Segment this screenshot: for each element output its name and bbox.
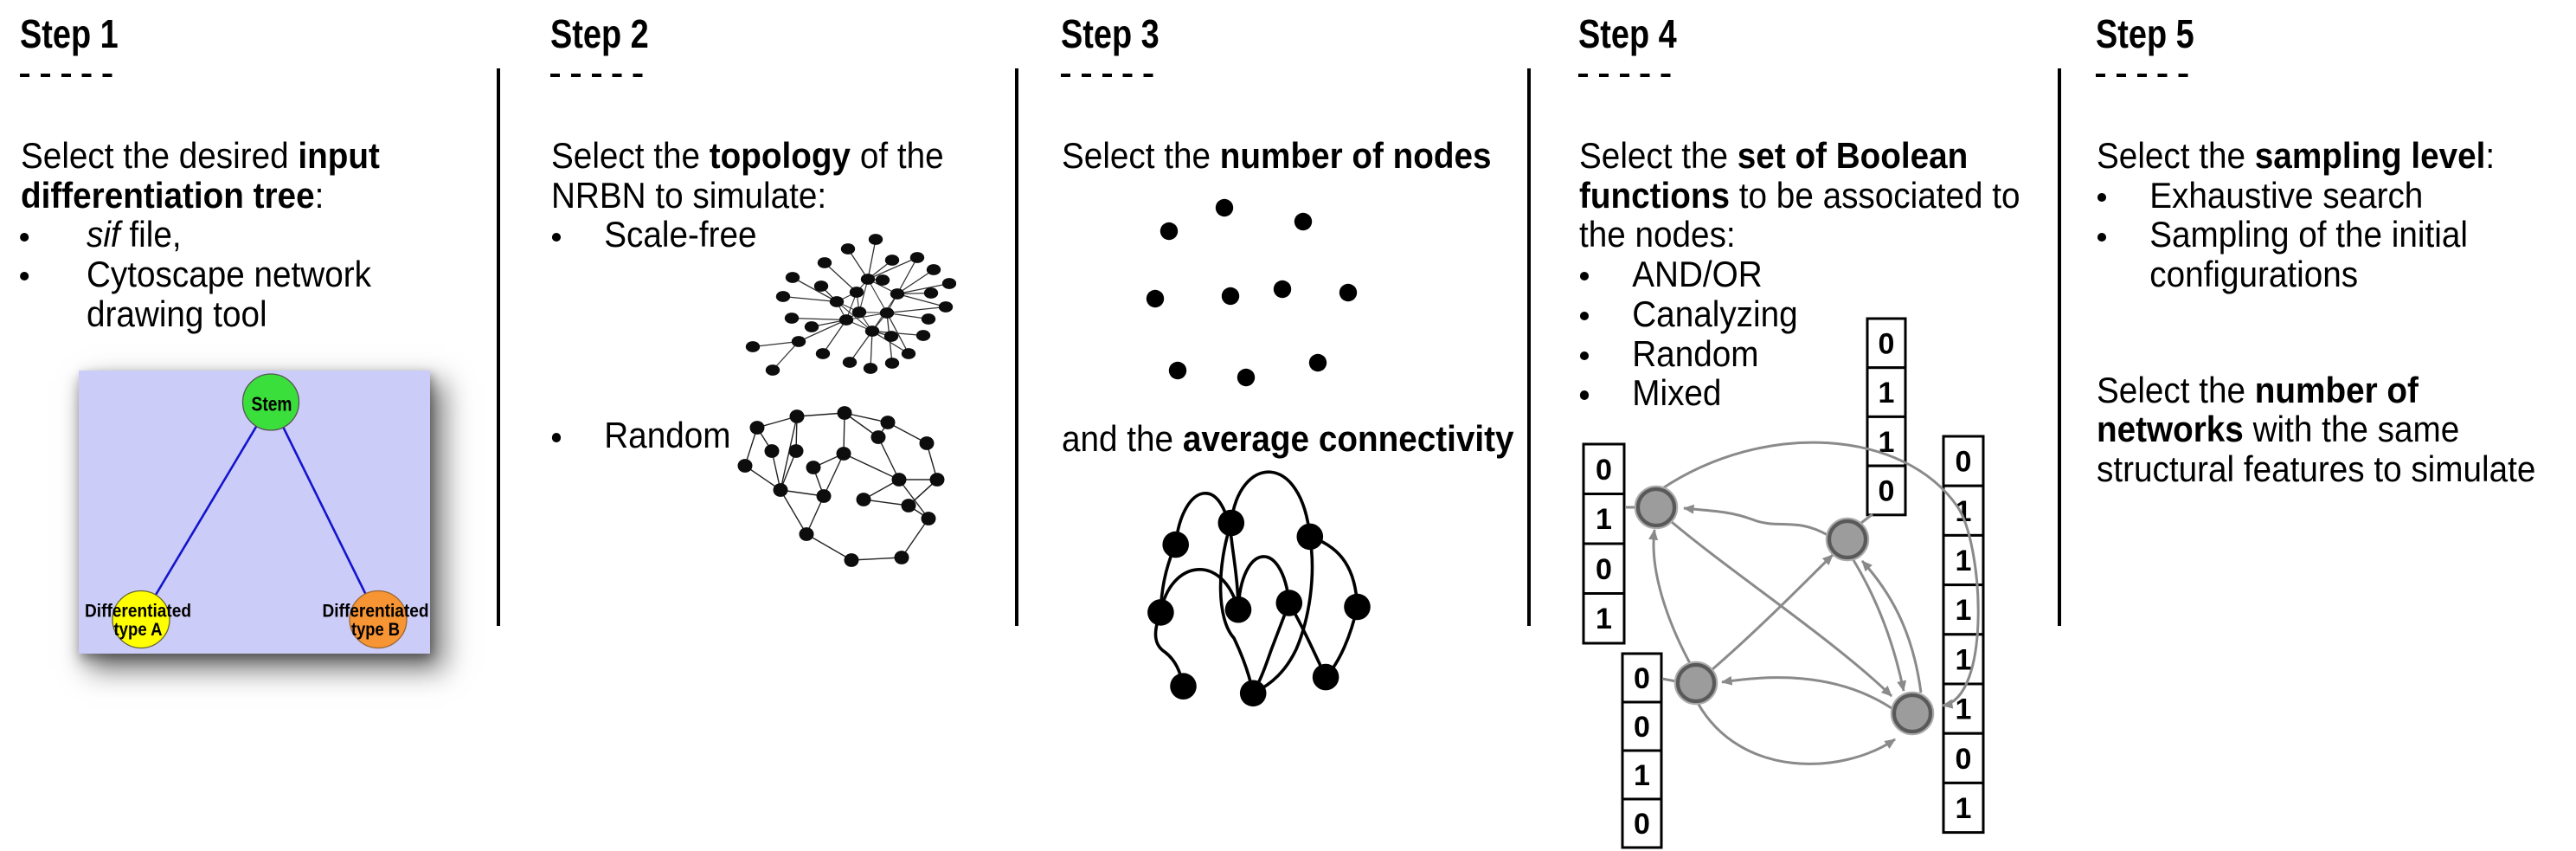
svg-text:1: 1 [1956,594,1972,627]
svg-text:1: 1 [1596,503,1612,536]
svg-text:0: 0 [1634,808,1650,841]
svg-text:1: 1 [1956,693,1972,726]
svg-text:1: 1 [1879,426,1895,459]
svg-text:type A: type A [114,619,163,640]
svg-text:0: 0 [1879,475,1895,508]
svg-text:0: 0 [1634,711,1650,744]
svg-text:0: 0 [1634,662,1650,695]
svg-text:0: 0 [1596,553,1612,586]
svg-text:0: 0 [1596,454,1612,487]
svg-text:type B: type B [351,619,400,640]
svg-text:1: 1 [1596,603,1612,635]
svg-text:0: 0 [1879,327,1895,360]
svg-text:Stem: Stem [252,392,292,415]
svg-text:1: 1 [1879,377,1895,409]
svg-text:1: 1 [1956,495,1972,528]
svg-text:1: 1 [1956,792,1972,825]
svg-text:Differentiated: Differentiated [85,600,191,621]
svg-text:1: 1 [1956,643,1972,676]
svg-text:0: 0 [1956,743,1972,776]
svg-text:1: 1 [1956,545,1972,577]
svg-text:Differentiated: Differentiated [323,600,429,621]
svg-text:0: 0 [1956,446,1972,479]
svg-text:1: 1 [1634,759,1650,792]
